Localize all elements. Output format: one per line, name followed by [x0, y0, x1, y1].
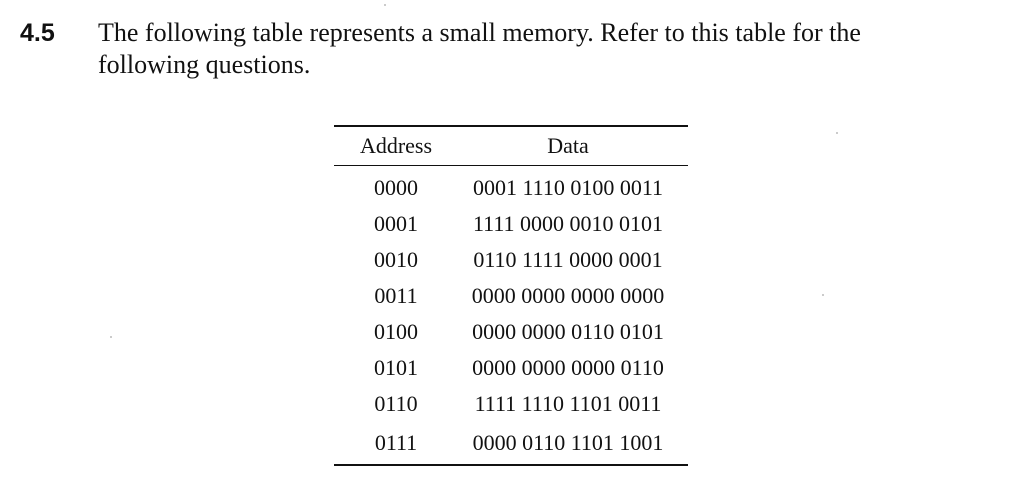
scan-speck [110, 336, 112, 338]
table-row: 0011 0000 0000 0000 0000 [334, 278, 688, 314]
data-cell: 0001 1110 0100 0011 [472, 175, 664, 200]
address-column-header: Address [359, 133, 433, 158]
address-cell: 0111 [374, 430, 418, 455]
table-header-row: Address Data [334, 126, 688, 166]
address-cell: 0001 [374, 211, 418, 236]
scan-speck [836, 132, 838, 134]
data-cell: 0000 0000 0000 0000 [471, 283, 665, 308]
problem-number: 4.5 [20, 19, 55, 47]
data-cell: 1111 1110 1101 0011 [474, 391, 662, 416]
address-cell: 0101 [374, 355, 418, 380]
problem-statement: The following table represents a small m… [98, 18, 861, 79]
table-row: 0010 0110 1111 0000 0001 [334, 242, 688, 278]
data-column-header: Data [547, 133, 589, 158]
data-cell: 0110 1111 0000 0001 [473, 247, 663, 272]
data-cell: 0000 0110 1101 1001 [472, 430, 664, 455]
address-cell: 0100 [374, 319, 418, 344]
address-cell: 0011 [374, 283, 418, 308]
scan-speck [384, 4, 386, 6]
memory-table: Address Data 0000 0001 1110 0100 0011 00… [334, 125, 688, 466]
table-row: 0101 0000 0000 0000 0110 [334, 350, 688, 386]
data-cell: 0000 0000 0000 0110 [472, 355, 664, 380]
data-cell: 1111 0000 0010 0101 [472, 211, 664, 236]
table-row: 0001 1111 0000 0010 0101 [334, 206, 688, 242]
table-row: 0100 0000 0000 0110 0101 [334, 314, 688, 350]
address-cell: 0000 [374, 175, 418, 200]
scan-speck [822, 294, 824, 296]
table-row: 0111 0000 0110 1101 1001 [334, 422, 688, 465]
table-row: 0110 1111 1110 1101 0011 [334, 386, 688, 422]
address-cell: 0110 [374, 391, 418, 416]
address-cell: 0010 [374, 247, 418, 272]
table-row: 0000 0001 1110 0100 0011 [334, 166, 688, 207]
data-cell: 0000 0000 0110 0101 [472, 319, 664, 344]
